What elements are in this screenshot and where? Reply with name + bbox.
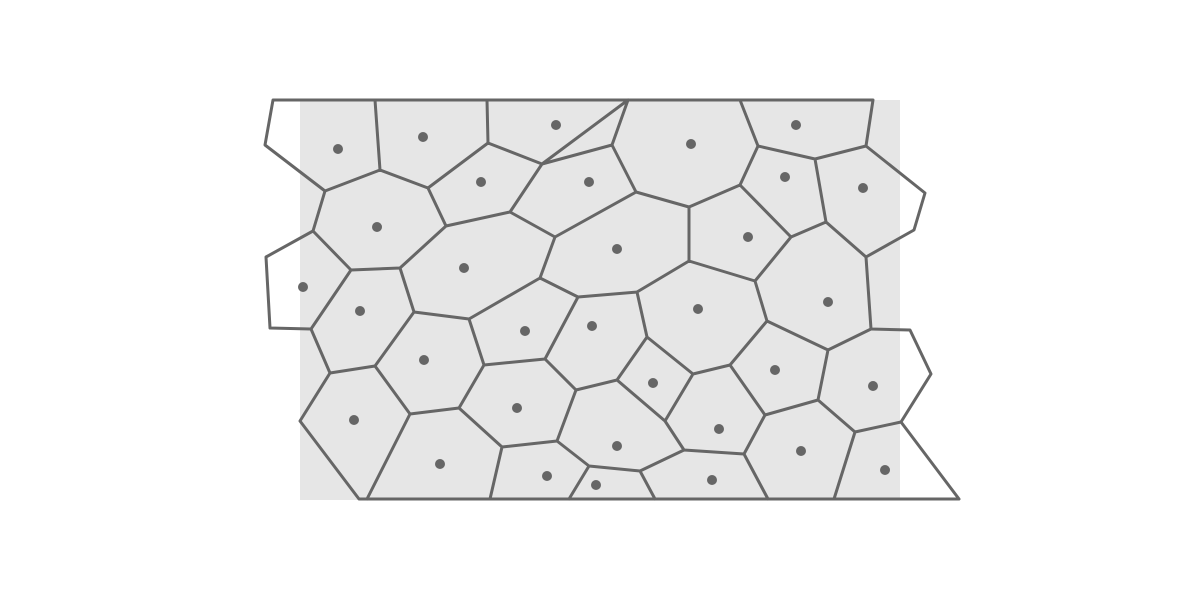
site-point <box>591 480 601 490</box>
site-point <box>587 321 597 331</box>
site-point <box>333 144 343 154</box>
site-point <box>612 244 622 254</box>
site-point <box>584 177 594 187</box>
site-point <box>858 183 868 193</box>
site-point <box>459 263 469 273</box>
site-point <box>372 222 382 232</box>
site-point <box>770 365 780 375</box>
site-point <box>880 465 890 475</box>
site-point <box>520 326 530 336</box>
site-point <box>542 471 552 481</box>
internal-edges <box>309 98 903 501</box>
site-point <box>612 441 622 451</box>
site-point <box>355 306 365 316</box>
site-point <box>435 459 445 469</box>
site-point <box>686 139 696 149</box>
site-point <box>476 177 486 187</box>
outer-boundary <box>263 98 961 501</box>
cell-edges <box>263 98 961 501</box>
site-point <box>418 132 428 142</box>
site-point <box>648 378 658 388</box>
site-point <box>707 475 717 485</box>
site-point <box>791 120 801 130</box>
site-point <box>298 282 308 292</box>
site-point <box>796 446 806 456</box>
site-point <box>349 415 359 425</box>
site-point <box>419 355 429 365</box>
site-point <box>743 232 753 242</box>
site-point <box>868 381 878 391</box>
bounding-region <box>300 100 900 500</box>
site-points <box>298 120 890 490</box>
site-point <box>714 424 724 434</box>
site-point <box>693 304 703 314</box>
site-point <box>551 120 561 130</box>
site-point <box>823 297 833 307</box>
site-point <box>512 403 522 413</box>
site-point <box>780 172 790 182</box>
